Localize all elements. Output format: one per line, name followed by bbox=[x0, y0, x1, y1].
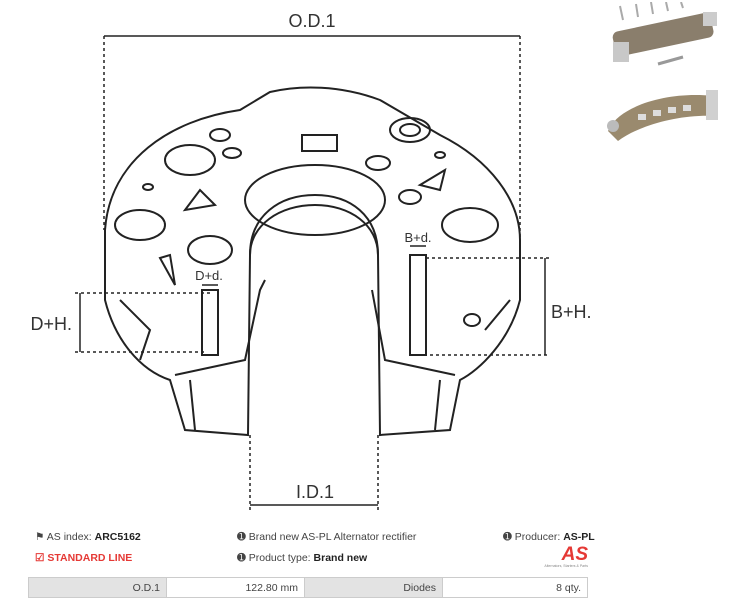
product-type: ➊ Product type: Brand new bbox=[237, 552, 368, 564]
description: ➊ Brand new AS-PL Alternator rectifier bbox=[237, 531, 417, 543]
as-pl-logo: AS Alternators, Starters & Parts bbox=[544, 544, 588, 568]
dimension-lines bbox=[75, 35, 550, 510]
info-icon: ➊ bbox=[237, 552, 246, 564]
as-index: ⚑ AS index: ARC5162 bbox=[35, 531, 141, 543]
technical-drawing: O.D.1 I.D.1 B+d. D+d. D+H. B+H. bbox=[30, 11, 592, 510]
checkbox-icon: ☑ bbox=[35, 552, 45, 564]
dd-label: D+d. bbox=[195, 268, 223, 283]
as-index-value: ARC5162 bbox=[94, 531, 141, 543]
specs-table: O.D.1 122.80 mm Diodes 8 qty. bbox=[28, 577, 588, 598]
producer: ➊ Producer: AS-PL bbox=[503, 531, 595, 543]
bh-label: B+H. bbox=[551, 302, 592, 322]
info-icon: ➊ bbox=[503, 531, 512, 543]
spec-value: 8 qty. bbox=[442, 577, 588, 598]
rectifier-photo-top[interactable] bbox=[598, 2, 728, 74]
od-label: O.D.1 bbox=[288, 11, 335, 31]
spec-key: Diodes bbox=[304, 577, 443, 598]
id-label: I.D.1 bbox=[296, 482, 334, 502]
rectifier-outline bbox=[104, 86, 521, 437]
tag-icon: ⚑ bbox=[35, 531, 45, 543]
dh-label: D+H. bbox=[30, 314, 72, 334]
rectifier-photo-bottom[interactable] bbox=[598, 76, 728, 148]
bd-label: B+d. bbox=[404, 230, 431, 245]
spec-key: O.D.1 bbox=[28, 577, 167, 598]
table-row: O.D.1 122.80 mm Diodes 8 qty. bbox=[28, 577, 588, 598]
standard-line-badge: ☑ STANDARD LINE bbox=[35, 552, 133, 564]
info-icon: ➊ bbox=[237, 531, 246, 543]
spec-value: 122.80 mm bbox=[166, 577, 305, 598]
